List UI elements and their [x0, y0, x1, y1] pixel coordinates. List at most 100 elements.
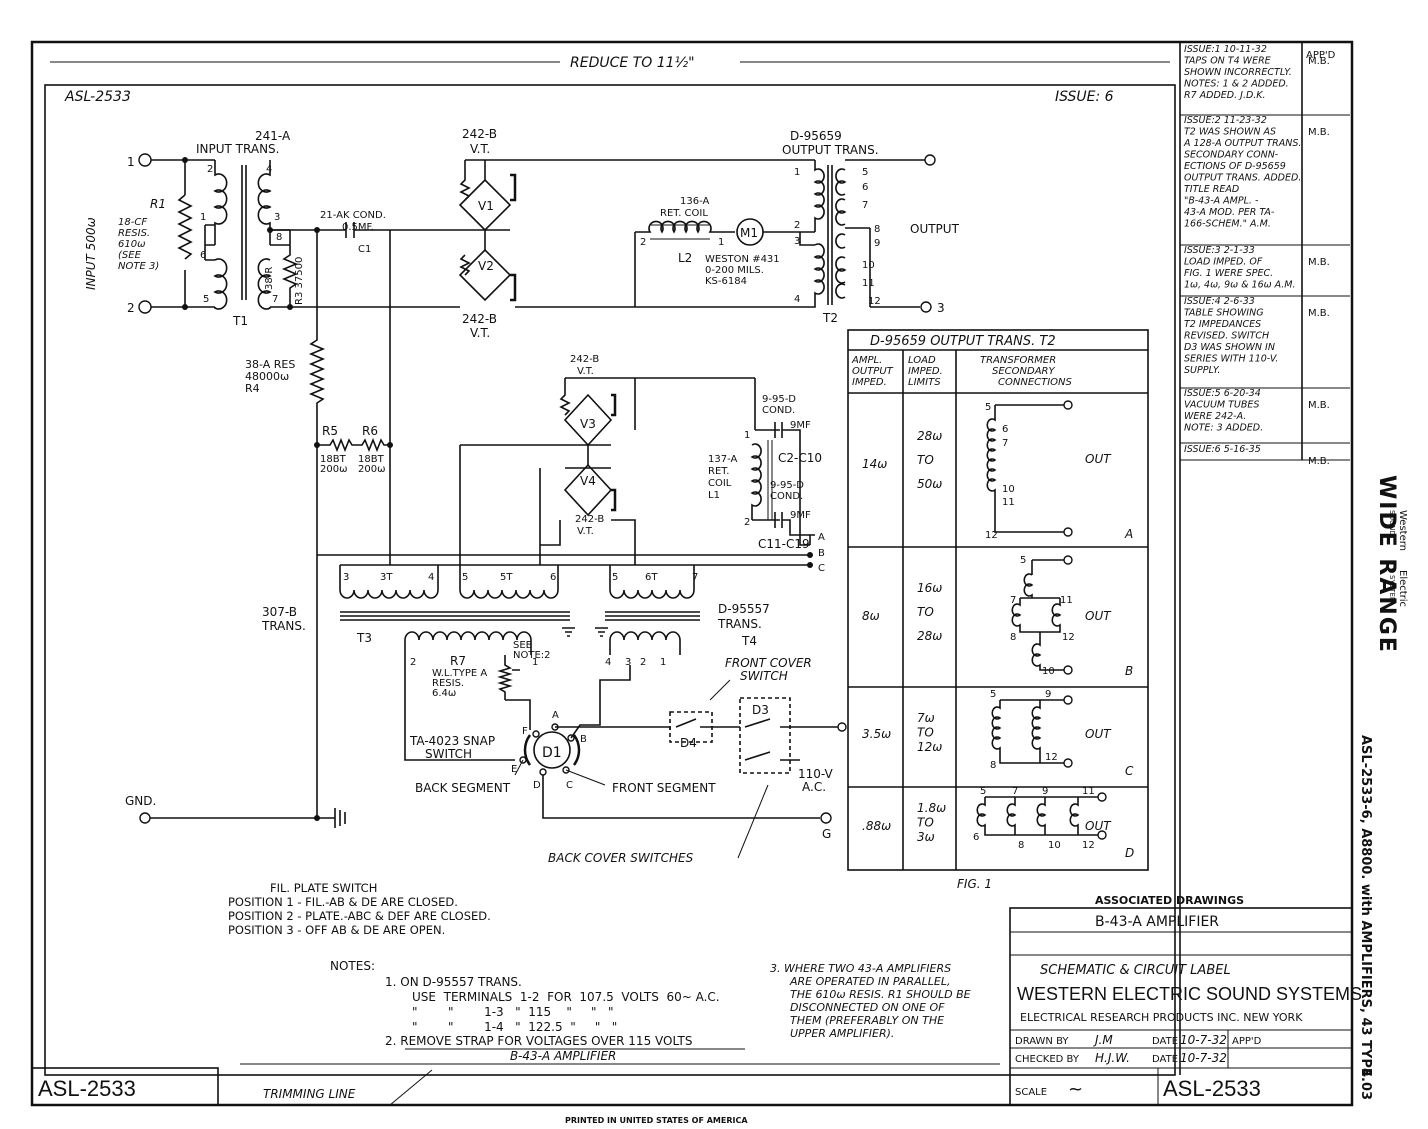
svg-text:9: 9 — [874, 238, 880, 249]
c1-capacitor — [270, 222, 460, 238]
svg-text:3: 3 — [625, 657, 631, 668]
svg-text:A: A — [818, 532, 825, 543]
date-2: 10-7-32 — [1180, 1051, 1227, 1065]
t4-desc-2: TRANS. — [717, 617, 762, 631]
table-header-3-1: TRANSFORMER — [980, 355, 1056, 366]
revision-2-line: 43-A MOD. PER TA- — [1184, 207, 1275, 218]
svg-text:12: 12 — [868, 296, 881, 307]
input-terminal-2 — [138, 300, 152, 314]
svg-text:10: 10 — [1002, 484, 1015, 495]
mf9a: 9MF — [790, 420, 811, 431]
r1-desc-4: (SEE — [118, 250, 142, 261]
svg-text:2: 2 — [744, 517, 750, 528]
front-segment-label: FRONT SEGMENT — [612, 781, 716, 795]
v4-tube — [563, 463, 613, 517]
svg-text:3T: 3T — [380, 572, 393, 583]
svg-text:C: C — [818, 563, 825, 574]
svg-text:7: 7 — [272, 294, 278, 305]
t1-name: INPUT TRANS. — [196, 142, 279, 156]
ret-coil-type: 136-A — [680, 196, 709, 207]
d3-switch — [739, 697, 791, 774]
r7-desc-1: W.L.TYPE A — [432, 668, 487, 679]
r1-resistor — [177, 194, 193, 260]
svg-text:12: 12 — [1045, 752, 1058, 763]
note-3-line-2: ARE OPERATED IN PARALLEL, — [789, 975, 950, 988]
revision-4-line: D3 WAS SHOWN IN — [1184, 342, 1275, 353]
table-header-1-1: AMPL. — [851, 355, 882, 366]
row-2-limit-1: 16ω — [917, 581, 942, 595]
t3-desc-1: 307-B — [262, 605, 297, 619]
revision-5-line: VACUUM TUBES — [1184, 400, 1259, 411]
revision-4-line: ISSUE:4 2-6-33 — [1184, 296, 1255, 307]
note-3-line-1: 3. WHERE TWO 43-A AMPLIFIERS — [770, 962, 951, 975]
r3-val: R3 37500 — [294, 257, 305, 305]
vt1-label: V.T. — [470, 142, 490, 156]
revision-1-line: SHOWN INCORRECTLY. — [1184, 67, 1292, 78]
row-4-fig: D — [1125, 846, 1134, 860]
company-sub: ELECTRICAL RESEARCH PRODUCTS INC. NEW YO… — [1020, 1011, 1303, 1024]
row-3-fig: C — [1125, 764, 1134, 778]
m1-label: M1 — [740, 226, 758, 240]
svg-text:7: 7 — [1002, 438, 1008, 449]
c11-c19-ref: C11-C19 — [758, 537, 810, 551]
row-3-limit-1: 7ω — [917, 711, 935, 725]
output-label: OUTPUT — [910, 222, 960, 236]
trimming-line: TRIMMING LINE — [263, 1087, 356, 1101]
svg-text:E: E — [511, 764, 517, 775]
note-3-line-6: UPPER AMPLIFIER). — [790, 1027, 894, 1040]
svg-text:10: 10 — [862, 260, 875, 271]
revision-2-line: ISSUE:2 11-23-32 — [1184, 115, 1267, 126]
revision-3-appd: M.B. — [1308, 257, 1330, 268]
switch-note-3: POSITION 2 - PLATE.-ABC & DEF ARE CLOSED… — [228, 909, 491, 923]
revision-2-line: 166-SCHEM." A.M. — [1184, 219, 1271, 230]
revision-3-line: FIG. 1 WERE SPEC. — [1184, 268, 1273, 279]
revision-4-line: SERIES WITH 110-V. — [1184, 354, 1278, 365]
svg-text:8: 8 — [874, 224, 880, 235]
svg-text:3: 3 — [794, 236, 800, 247]
scale-label: SCALE — [1015, 1087, 1047, 1098]
c1-ref: C1 — [358, 244, 371, 255]
svg-text:6: 6 — [1002, 424, 1008, 435]
svg-text:C: C — [566, 780, 573, 791]
revision-6-appd: M.B. — [1308, 456, 1330, 467]
drawing-title: SCHEMATIC & CIRCUIT LABEL — [1040, 963, 1231, 978]
note-2: 2. REMOVE STRAP FOR VOLTAGES OVER 115 VO… — [385, 1034, 692, 1048]
svg-text:7: 7 — [1012, 786, 1018, 797]
g-label: G — [822, 827, 831, 841]
vt4-type: 242-B — [575, 514, 604, 525]
row-4-limit-1: 1.8ω — [917, 801, 946, 815]
revision-5-line: NOTE: 3 ADDED. — [1184, 423, 1263, 434]
svg-text:5: 5 — [1020, 555, 1026, 566]
r5-desc-1: 18BT — [320, 454, 347, 465]
svg-text:8: 8 — [276, 232, 282, 243]
drawing-no: ASL-2533 — [1163, 1076, 1261, 1101]
revision-4-line: T2 IMPEDANCES — [1184, 319, 1261, 330]
vt3-type: 242-B — [570, 354, 599, 365]
v4-label: V4 — [580, 474, 596, 488]
t2-name: OUTPUT TRANS. — [782, 143, 879, 157]
revision-3-line: LOAD IMPED. OF — [1184, 257, 1263, 268]
r4-desc-2: 48000ω — [245, 370, 289, 383]
snap-switch-1: TA-4023 SNAP — [409, 734, 495, 748]
c2-c10-ref: C2-C10 — [778, 451, 822, 465]
wide-range-stamp: WIDE RANGE Western Electric SOUND SYSTEM — [1374, 475, 1408, 654]
outer-border — [30, 40, 1354, 1107]
assoc-drawings: ASSOCIATED DRAWINGS — [1095, 894, 1244, 907]
title-block: ASSOCIATED DRAWINGS B-43-A AMPLIFIER SCH… — [1009, 894, 1362, 1106]
note-1a: 1. ON D-95557 TRANS. — [385, 975, 522, 989]
svg-text:7: 7 — [1010, 595, 1016, 606]
note-3-line-5: THEM (PREFERABLY ON THE — [790, 1014, 944, 1027]
l1-desc-3: COIL — [708, 478, 732, 489]
meter-desc-1: WESTON #431 — [705, 254, 780, 265]
svg-text:1: 1 — [532, 657, 538, 668]
v2-tube — [458, 248, 512, 302]
r7-desc-3: 6.4ω — [432, 688, 456, 699]
cond1-desc: 21-AK COND. — [320, 210, 386, 221]
svg-text:1: 1 — [794, 167, 800, 178]
drawing-no-top: ASL-2533 — [64, 89, 131, 105]
vt2-label: V.T. — [470, 326, 490, 340]
revision-3-line: ISSUE:3 2-1-33 — [1184, 245, 1255, 256]
terminal-2-label: 2 — [127, 301, 135, 315]
